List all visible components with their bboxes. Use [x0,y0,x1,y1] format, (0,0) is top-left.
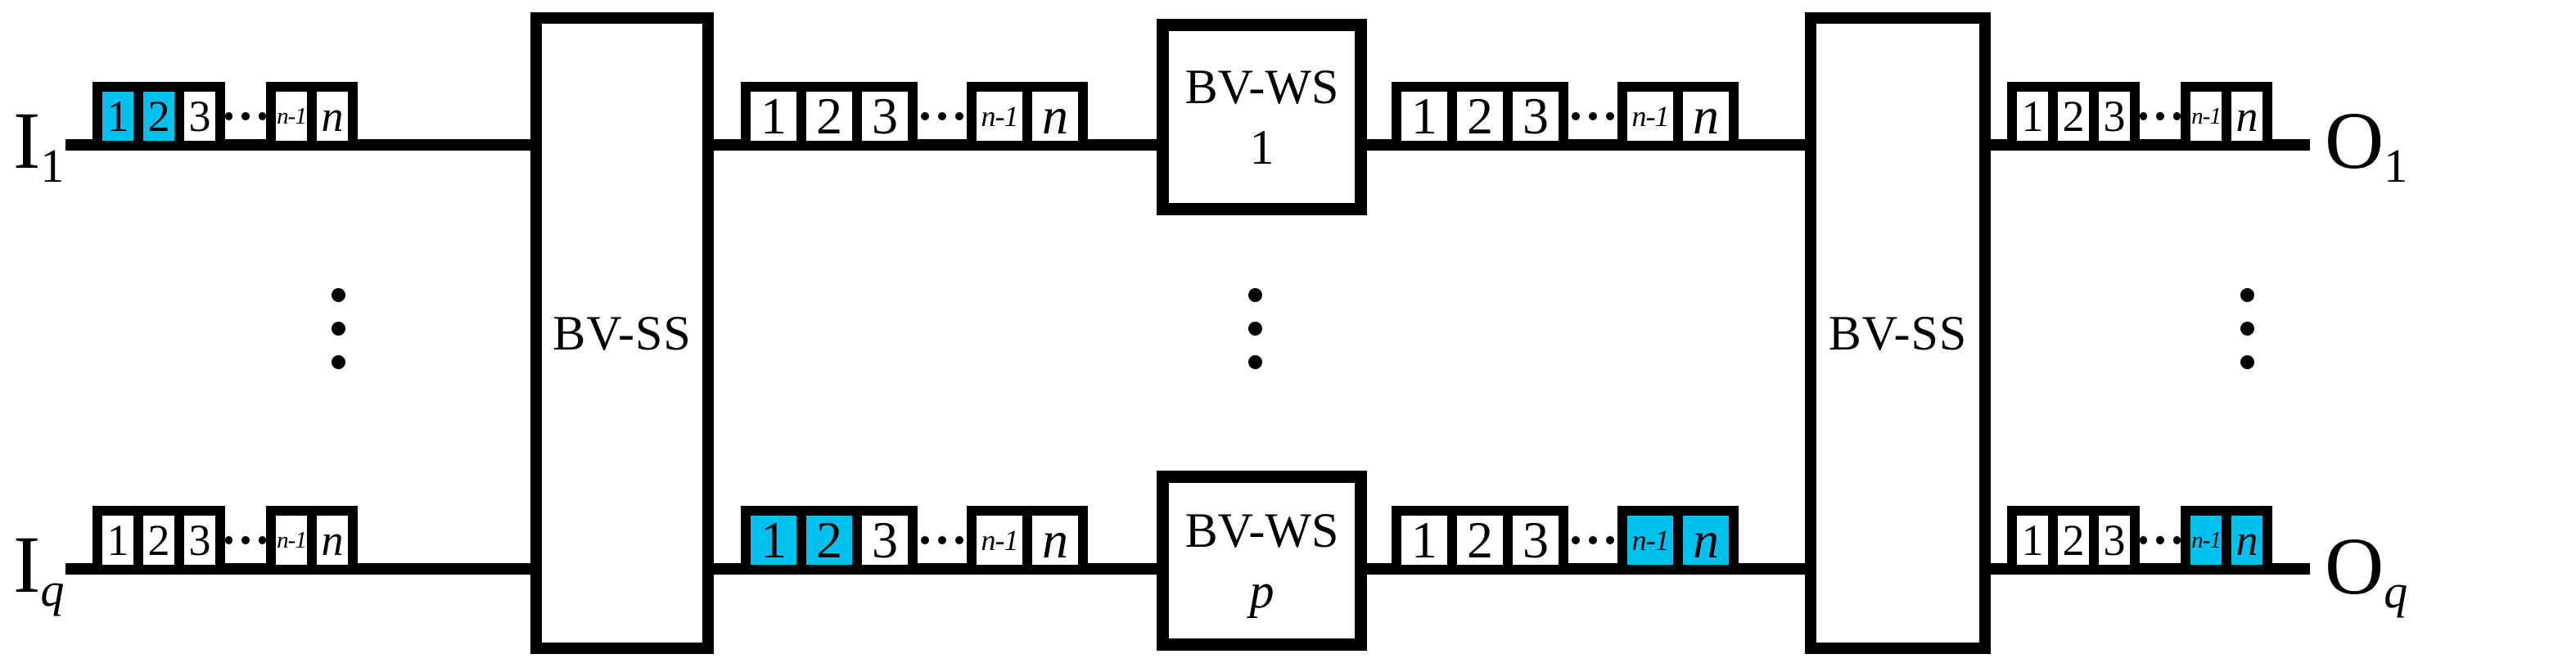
ellipsis-dot [921,536,929,544]
ellipsis-dot [1248,355,1262,369]
ellipsis-dot [1248,288,1262,302]
ellipsis-horizontal-icon [1568,506,1617,575]
terminal-base: O [2325,95,2384,186]
ellipsis-dot [921,112,929,120]
ellipsis-dot [1248,322,1262,336]
slot-cell-3: 3 [174,82,225,151]
block-label: BV-SS [553,306,692,360]
slot-cell-n-1: n-1 [967,82,1032,151]
slot-cell-n: n [1673,82,1739,151]
ellipsis-dot [1606,536,1614,544]
slot-cell-2: 2 [1447,82,1513,151]
block-bvss-right: BV-SS [1805,12,1991,654]
ellipsis-dot [241,112,250,120]
ellipsis-horizontal-icon [1568,82,1617,151]
label-input-q: Iq [13,524,64,614]
block-label-line1: BV-WS [1184,60,1339,114]
ellipsis-dot [332,288,345,302]
terminal-base: I [13,519,41,610]
ellipsis-dot [2140,112,2148,120]
ellipsis-dot [2140,536,2148,544]
block-bvws-1: BV-WS 1 [1157,19,1367,215]
terminal-subscript: q [2384,565,2408,619]
ellipsis-horizontal-icon [225,506,266,575]
ellipsis-horizontal-icon [918,506,967,575]
ellipsis-dot [1589,536,1597,544]
slot-cell-n: n [1022,506,1088,575]
block-label-line1: BV-WS [1184,503,1339,557]
block-label: BV-SS [1828,306,1968,360]
terminal-base: I [13,95,41,186]
block-bvws-p: BV-WS p [1157,471,1367,651]
slot-cell-3: 3 [1503,82,1568,151]
ellipsis-vertical-icon [2240,288,2254,369]
ellipsis-dot [2156,536,2164,544]
slot-cell-n: n [2222,82,2272,151]
ellipsis-dot [258,536,266,544]
slot-cell-n: n [307,506,358,575]
ellipsis-vertical-icon [332,288,345,369]
slot-cell-3: 3 [2089,82,2140,151]
ellipsis-dot [2156,112,2164,120]
ellipsis-dot [938,112,946,120]
slot-cell-2: 2 [796,506,862,575]
slot-cell-3: 3 [174,506,225,575]
ellipsis-dot [955,112,963,120]
ellipsis-dot [938,536,946,544]
ellipsis-dot [2172,536,2181,544]
label-input-1: I1 [13,100,64,190]
slot-cell-3: 3 [852,82,918,151]
ellipsis-horizontal-icon [2140,82,2181,151]
terminal-subscript: 1 [2384,139,2408,193]
label-output-q: Oq [2325,525,2407,616]
ellipsis-horizontal-icon [918,82,967,151]
ellipsis-horizontal-icon [2140,506,2181,575]
block-label-line2: 1 [1249,120,1274,174]
ellipsis-dot [2172,112,2181,120]
slot-cell-n: n [2222,506,2272,575]
slot-cell-3: 3 [2089,506,2140,575]
ellipsis-dot [1572,112,1580,120]
block-label-line2: p [1249,564,1274,618]
slot-cell-3: 3 [1503,506,1568,575]
ellipsis-dot [2240,288,2254,302]
ellipsis-dot [332,355,345,369]
terminal-subscript: q [40,563,65,617]
slot-cell-1: 1 [741,506,806,575]
ellipsis-dot [2240,322,2254,336]
ellipsis-dot [1589,112,1597,120]
ellipsis-dot [241,536,250,544]
terminal-base: O [2325,521,2384,611]
ellipsis-dot [1572,536,1580,544]
ellipsis-dot [332,322,345,336]
ellipsis-vertical-icon [1248,288,1262,369]
label-output-1: O1 [2325,100,2407,190]
ellipsis-dot [258,112,266,120]
slot-cell-n: n [1673,506,1739,575]
ellipsis-dot [955,536,963,544]
ellipsis-horizontal-icon [225,82,266,151]
terminal-subscript: 1 [40,139,65,193]
block-bvss-left: BV-SS [530,12,714,654]
ellipsis-dot [225,536,233,544]
slot-cell-3: 3 [852,506,918,575]
ellipsis-dot [2240,355,2254,369]
ellipsis-dot [1606,112,1614,120]
slot-cell-n: n [1022,82,1088,151]
ellipsis-dot [225,112,233,120]
slot-cell-n: n [307,82,358,151]
